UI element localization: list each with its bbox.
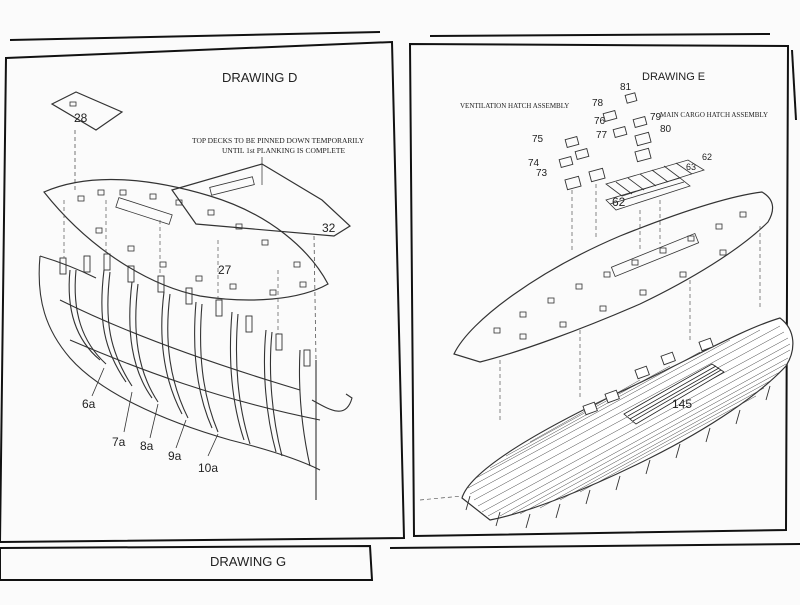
drawing-e-title: DRAWING E — [642, 71, 705, 83]
part-label-145: 145 — [672, 397, 692, 411]
part-label-7a: 7a — [112, 435, 126, 449]
deck-hatch-blocks — [582, 337, 714, 416]
part-label-6a: 6a — [82, 397, 96, 411]
deck-slots — [77, 189, 307, 296]
part-label-28: 28 — [74, 111, 88, 125]
part-label-10a: 10a — [198, 461, 218, 475]
part-label-79: 79 — [650, 112, 662, 123]
right-sheet-edge — [791, 49, 797, 121]
part-label-32: 32 — [322, 221, 336, 235]
drawing-e-frame — [408, 42, 790, 538]
drawing-g-frame — [0, 544, 374, 581]
part-label-8a: 8a — [140, 439, 154, 453]
part-label-75: 75 — [532, 134, 544, 145]
deck-note-line2: UNTIL 1st PLANKING IS COMPLETE — [222, 146, 345, 155]
deck-guide — [419, 495, 463, 501]
part-label-76: 76 — [594, 116, 606, 127]
upper-deck-outline — [453, 191, 774, 363]
part-label-63: 63 — [686, 162, 696, 172]
bottom-sheet-edge — [389, 543, 800, 549]
main-cargo-hatch — [623, 363, 725, 425]
deck-opening — [209, 176, 255, 196]
hatch-pieces — [558, 92, 652, 191]
deck-guides — [499, 226, 761, 420]
cargo-hatch-label: MAIN CARGO HATCH ASSEMBLY — [660, 111, 768, 119]
upper-deck-slots — [493, 211, 747, 340]
part-label-81: 81 — [620, 82, 632, 93]
drawing-g-title: DRAWING G — [210, 554, 286, 569]
part-27-deck — [43, 178, 329, 301]
top-sheet-edge — [9, 31, 381, 41]
part-label-9a: 9a — [168, 449, 182, 463]
planked-deck — [461, 317, 794, 521]
top-sheet-edge-right — [429, 33, 771, 37]
deck-note-line1: TOP DECKS TO BE PINNED DOWN TEMPORARILY — [192, 136, 365, 145]
cargo-grating — [605, 159, 705, 211]
part-28-plate — [50, 91, 124, 131]
deck-opening — [115, 197, 173, 225]
drawing-d-frame — [0, 40, 406, 544]
plate-slot — [69, 101, 77, 107]
part-label-74: 74 — [528, 158, 540, 169]
part-label-62: 62 — [612, 195, 626, 209]
frame-tops — [59, 253, 311, 367]
part-label-80: 80 — [660, 124, 672, 135]
part-leaders — [91, 367, 219, 457]
drawing-d-title: DRAWING D — [222, 70, 297, 85]
upper-deck-opening — [610, 232, 700, 278]
part-label-78: 78 — [592, 98, 604, 109]
part-label-27: 27 — [218, 263, 232, 277]
guide-line — [313, 235, 317, 361]
hull-frames — [38, 255, 353, 500]
hatch-guides — [571, 184, 661, 250]
part-label-73: 73 — [536, 168, 548, 179]
assembly-guides — [63, 200, 279, 334]
part-label-62b: 62 — [702, 152, 712, 162]
deck-stanchions — [465, 385, 771, 529]
vent-hatch-label: VENTILATION HATCH ASSEMBLY — [460, 102, 569, 110]
part-32-deck — [171, 163, 351, 237]
part-label-77: 77 — [596, 130, 608, 141]
